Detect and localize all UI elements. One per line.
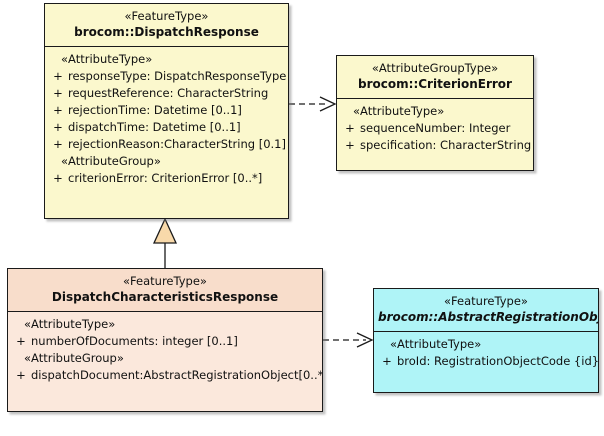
attribute-row: + specification: CharacterString [340,137,532,154]
class-stereotype: «FeatureType» [444,294,528,308]
attribute-row: + rejectionReason:CharacterString [0.1] [48,136,286,153]
attribute-signature: criterionError: CriterionError [0..*] [68,171,263,185]
class-name: DispatchCharacteristicsResponse [51,290,279,304]
attribute-signature: responseType: DispatchResponseType [68,69,287,83]
attributes-compartment: «AttributeType» + broId: RegistrationObj… [374,332,598,375]
attribute-row: + rejectionTime: Datetime [0..1] [48,102,285,119]
attributes-compartment: «AttributeType» + numberOfDocuments: int… [8,312,322,389]
class-box-dispatch-response[interactable]: «FeatureType» brocom::DispatchResponse «… [44,3,289,219]
class-box-dispatch-characteristics-response[interactable]: «FeatureType» DispatchCharacteristicsRes… [7,268,323,412]
visibility-marker: + [53,171,63,185]
attribute-row: + requestReference: CharacterString [48,85,285,102]
visibility-marker: + [53,137,63,151]
attribute-signature: rejectionTime: Datetime [0..1] [68,103,242,117]
attribute-group-label: «AttributeGroup» [24,351,124,365]
attribute-signature: rejectionReason:CharacterString [0.1] [68,137,286,151]
attribute-row: + criterionError: CriterionError [0..*] [48,170,285,187]
attribute-signature: sequenceNumber: Integer [360,121,511,135]
visibility-marker: + [16,368,26,382]
visibility-marker: + [53,86,63,100]
attribute-signature: broId: RegistrationObjectCode {id} [397,354,599,368]
visibility-marker: + [53,103,63,117]
attribute-signature: requestReference: CharacterString [68,86,269,100]
attribute-signature: dispatchTime: Datetime [0..1] [68,120,241,134]
attribute-group-label: «AttributeGroup» [61,154,161,168]
attribute-signature: dispatchDocument:AbstractRegistrationObj… [31,368,323,382]
visibility-marker: + [53,69,63,83]
visibility-marker: + [382,354,392,368]
class-stereotype: «AttributeGroupType» [371,61,499,75]
hollow-triangle-arrowhead [152,217,178,244]
attribute-row: + numberOfDocuments: integer [0..1] [11,333,319,350]
attribute-row: + responseType: DispatchResponseType [48,68,287,85]
class-box-abstract-registration-object[interactable]: «FeatureType» brocom::AbstractRegistrati… [373,288,599,393]
visibility-marker: + [345,138,355,152]
open-arrowhead [356,332,374,348]
generalization-dispatchcharacteristicsresponse-dispatchresponse[interactable] [152,217,178,268]
attribute-group-label: «AttributeType» [61,52,153,66]
visibility-marker: + [53,120,63,134]
attribute-group-label: «AttributeType» [24,317,116,331]
open-arrowhead [319,96,337,112]
attribute-row: + sequenceNumber: Integer [340,120,530,137]
class-header: «AttributeGroupType» brocom::CriterionEr… [337,56,533,99]
visibility-marker: + [16,334,26,348]
dependency-dispatchcharacteristicsresponse-abstractregistrationobject[interactable] [323,332,374,348]
attribute-row: + broId: RegistrationObjectCode {id} [377,353,598,370]
attribute-row: + dispatchTime: Datetime [0..1] [48,119,285,136]
class-name: brocom::AbstractRegistrationObject [378,310,599,324]
attribute-signature: numberOfDocuments: integer [0..1] [31,334,238,348]
visibility-marker: + [345,121,355,135]
class-box-criterion-error[interactable]: «AttributeGroupType» brocom::CriterionEr… [336,55,534,171]
attributes-compartment: «AttributeType» + responseType: Dispatch… [45,47,288,192]
class-stereotype: «FeatureType» [123,274,207,288]
class-header: «FeatureType» DispatchCharacteristicsRes… [8,269,322,312]
dependency-dispatchresponse-criterionerror[interactable] [289,96,337,112]
attribute-group-label: «AttributeType» [390,337,482,351]
class-name: brocom::DispatchResponse [74,25,259,39]
attribute-group-label: «AttributeType» [353,104,445,118]
class-name: brocom::CriterionError [358,77,512,91]
attributes-compartment: «AttributeType» + sequenceNumber: Intege… [337,99,533,159]
class-header: «FeatureType» brocom::AbstractRegistrati… [374,289,598,332]
attribute-signature: specification: CharacterString [360,138,532,152]
class-header: «FeatureType» brocom::DispatchResponse [45,4,288,47]
class-stereotype: «FeatureType» [124,9,209,23]
attribute-row: + dispatchDocument:AbstractRegistrationO… [11,367,322,384]
